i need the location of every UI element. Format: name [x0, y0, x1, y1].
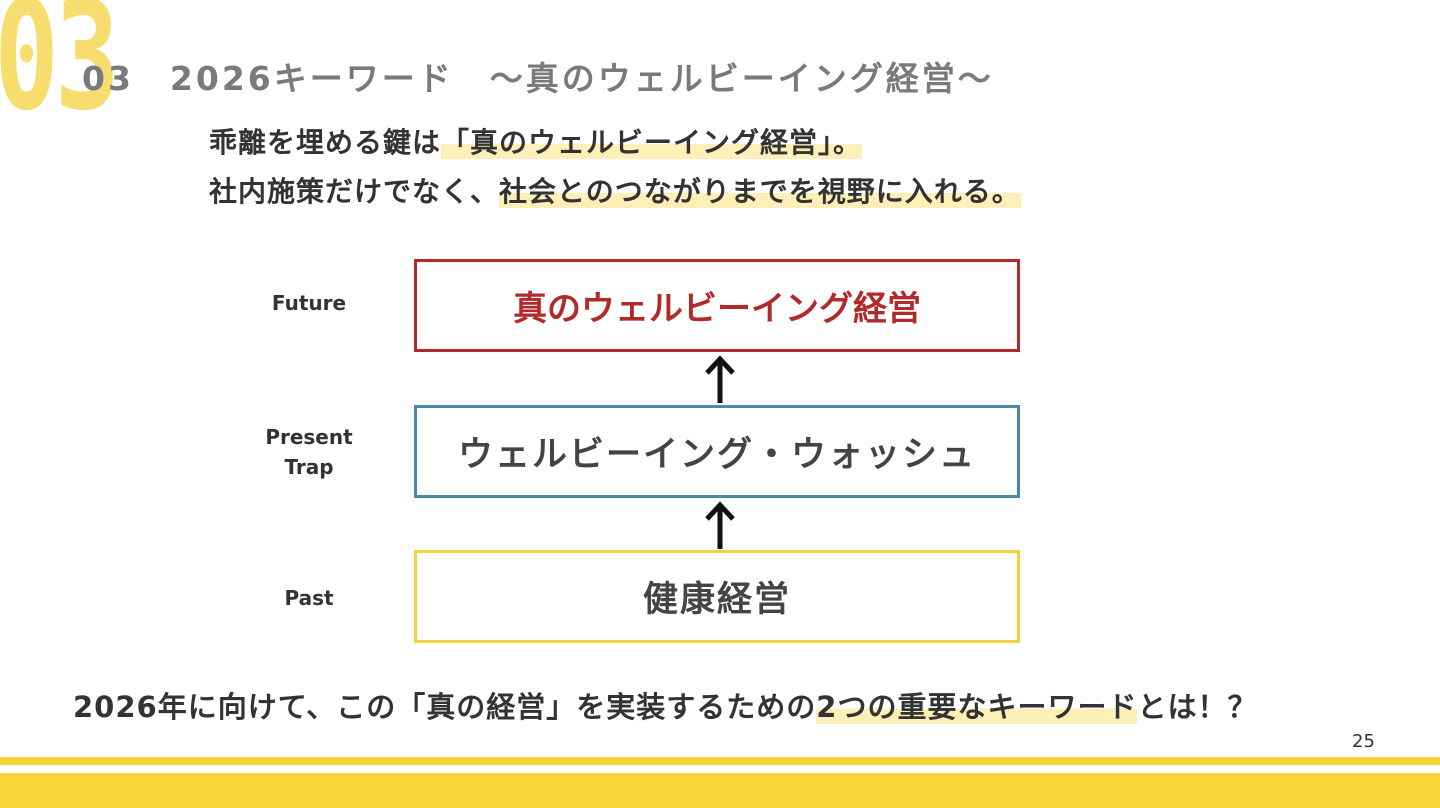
- lead-line-2: 社内施策だけでなく、社会とのつながりまでを視野に入れる。: [209, 170, 1021, 210]
- box-future: 真のウェルビーイング経営: [414, 259, 1020, 352]
- question-text: 2026年に向けて、この「真の経営」を実装するための: [73, 690, 817, 724]
- lead-line-1-text: 乖離を埋める鍵は: [209, 126, 442, 159]
- up-arrow-icon: [705, 355, 735, 403]
- lead-line-2-text: 社内施策だけでなく、: [209, 175, 500, 208]
- box-past: 健康経営: [414, 550, 1020, 643]
- up-arrow-icon: [705, 501, 735, 549]
- lead-line-2-highlight: 社会とのつながりまでを視野に入れる。: [499, 175, 1021, 208]
- slide-title: 03 2026キーワード ～真のウェルビーイング経営～: [82, 59, 994, 98]
- label-present: Present: [265, 425, 353, 449]
- page-number: 25: [1352, 731, 1375, 752]
- lead-line-1-highlight: 「真のウェルビーイング経営」。: [441, 126, 863, 159]
- section-number-decoration: 03: [0, 0, 120, 144]
- footer-stripe-thick: [0, 773, 1440, 808]
- label-present-trap: Present Trap: [254, 422, 364, 482]
- footer-stripe-thin: [0, 757, 1440, 765]
- label-future: Future: [271, 291, 347, 315]
- box-present-trap: ウェルビーイング・ウォッシュ: [414, 405, 1020, 498]
- closing-question: 2026年に向けて、この「真の経営」を実装するための2つの重要なキーワードとは！…: [73, 684, 1257, 726]
- label-past: Past: [284, 586, 334, 610]
- question-highlight: 2つの重要なキーワード: [816, 690, 1138, 724]
- question-tail: とは！？: [1137, 690, 1258, 724]
- label-trap: Trap: [284, 455, 334, 479]
- lead-line-1: 乖離を埋める鍵は「真のウェルビーイング経営」。: [209, 121, 863, 161]
